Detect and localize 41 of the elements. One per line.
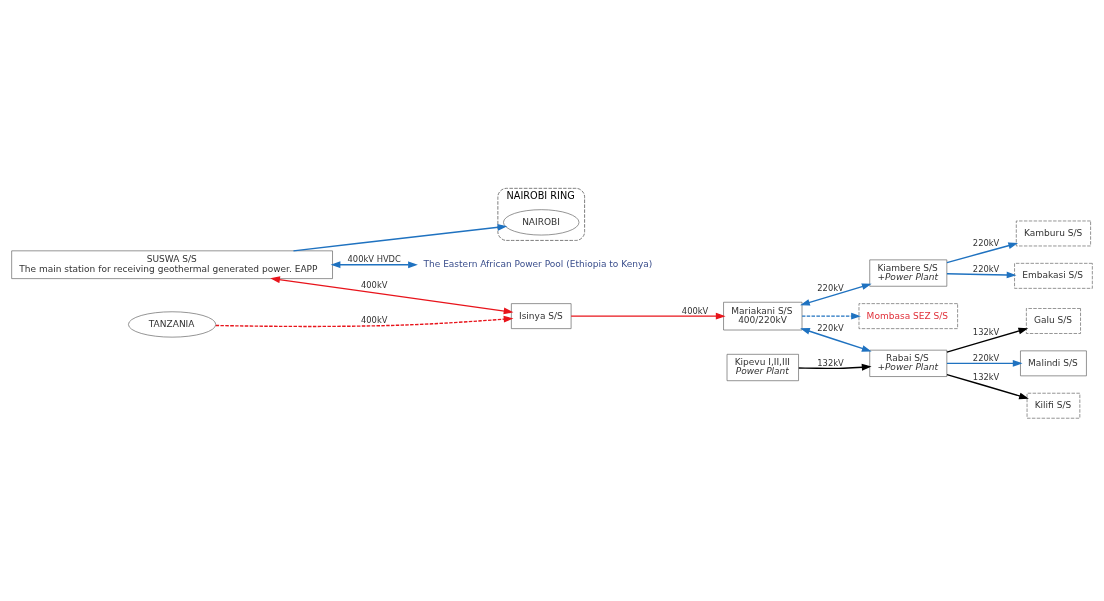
node-box: Kiambere S/S +Power Plant <box>869 259 948 287</box>
arrow <box>292 223 508 252</box>
arrow <box>946 327 1029 353</box>
node-ellipse: TANZANIA <box>128 311 217 338</box>
edge-label: 220kV <box>972 352 1000 363</box>
arrow <box>946 359 1023 367</box>
arrow <box>570 312 726 320</box>
node-box: SUSWA S/S The main station for receiving geothermal generated power. EAPP <box>11 250 333 279</box>
node-box: Kilifi S/S <box>1026 392 1081 419</box>
arrow <box>330 261 418 269</box>
arrow <box>801 312 861 320</box>
arrow <box>946 271 1017 279</box>
edge-label: 132kV <box>972 372 1000 383</box>
edge-label: 400kV <box>360 280 388 291</box>
node-ellipse: NAIROBI <box>503 209 580 236</box>
arrow <box>798 363 872 371</box>
edge-label: 220kV <box>972 238 1000 249</box>
edge-label: 400kV <box>681 305 709 316</box>
edge-label: 400kV <box>360 314 388 325</box>
node-box: Embakasi S/S <box>1014 263 1093 289</box>
edge-label: 400kV HVDC <box>347 254 401 265</box>
edge-label: 220kV <box>972 264 1000 275</box>
edge-label: 132kV <box>972 326 1000 337</box>
arrow <box>800 283 872 306</box>
node-box: Kamburu S/S <box>1015 220 1091 247</box>
arrow <box>800 327 872 352</box>
node-box: Malindi S/S <box>1020 350 1087 377</box>
edge-label: 220kV <box>817 323 844 334</box>
arrow <box>270 276 514 315</box>
edge-label: 220kV <box>817 282 844 293</box>
arrow <box>215 315 514 328</box>
node-box: Galu S/S <box>1026 308 1081 334</box>
node-box: Mariakani S/S 400/220kV <box>723 301 803 331</box>
node-box: Kipevu I,II,III Power Plant <box>726 354 799 382</box>
arrow <box>946 242 1019 264</box>
node-box: Rabai S/S +Power Plant <box>869 349 948 377</box>
node-text: The Eastern African Power Pool (Ethiopia to Kenya) <box>423 259 653 270</box>
edge-label: 132kV <box>817 357 844 368</box>
arrow <box>946 373 1029 400</box>
node-box: Isinya S/S <box>511 303 572 329</box>
node-box: Mombasa SEZ S/S <box>858 303 958 329</box>
